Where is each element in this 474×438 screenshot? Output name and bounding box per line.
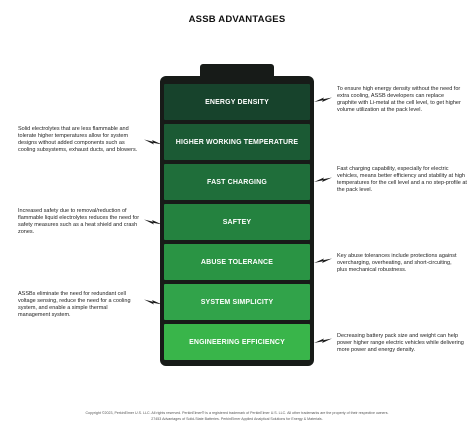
desc-energy-density: To ensure high energy density without th… <box>337 86 461 113</box>
desc-safety: Increased safety due to removal/reductio… <box>18 208 140 235</box>
desc-higher-working-temperature: Solid electrolytes that are less flammab… <box>18 126 138 153</box>
lightning-bolt-icon <box>144 217 162 227</box>
desc-abuse-tolerance: Key abuse tolerances include protections… <box>337 253 457 273</box>
desc-engineering-efficiency: Decreasing battery pack size and weight … <box>337 333 464 353</box>
cell-safety: SAFTEY <box>164 204 310 240</box>
cell-higher-working-temperature: HIGHER WORKING TEMPERATURE <box>164 124 310 160</box>
lightning-bolt-icon <box>314 256 332 266</box>
cell-abuse-tolerance: ABUSE TOLERANCE <box>164 244 310 280</box>
lightning-bolt-icon <box>144 137 162 147</box>
lightning-bolt-icon <box>314 175 332 185</box>
footer-line-1: Copyright ©2023, PerkinElmer U.S. LLC. A… <box>85 411 389 415</box>
cell-engineering-efficiency: ENGINEERING EFFICIENCY <box>164 324 310 360</box>
footer-line-2: 27453 Advantages of Solid-State Batterie… <box>151 417 323 421</box>
lightning-bolt-icon <box>314 336 332 346</box>
lightning-bolt-icon <box>314 95 332 105</box>
desc-fast-charging: Fast charging capability, especially for… <box>337 166 467 193</box>
desc-system-simplicity: ASSBs eliminate the need for redundant c… <box>18 291 131 318</box>
diagram-title: ASSB ADVANTAGES <box>188 14 286 25</box>
cell-system-simplicity: SYSTEM SIMPLICITY <box>164 284 310 320</box>
cell-energy-density: ENERGY DENSITY <box>164 84 310 120</box>
copyright-footer: Copyright ©2023, PerkinElmer U.S. LLC. A… <box>0 410 474 422</box>
lightning-bolt-icon <box>144 297 162 307</box>
battery-terminal <box>200 64 274 76</box>
cell-fast-charging: FAST CHARGING <box>164 164 310 200</box>
